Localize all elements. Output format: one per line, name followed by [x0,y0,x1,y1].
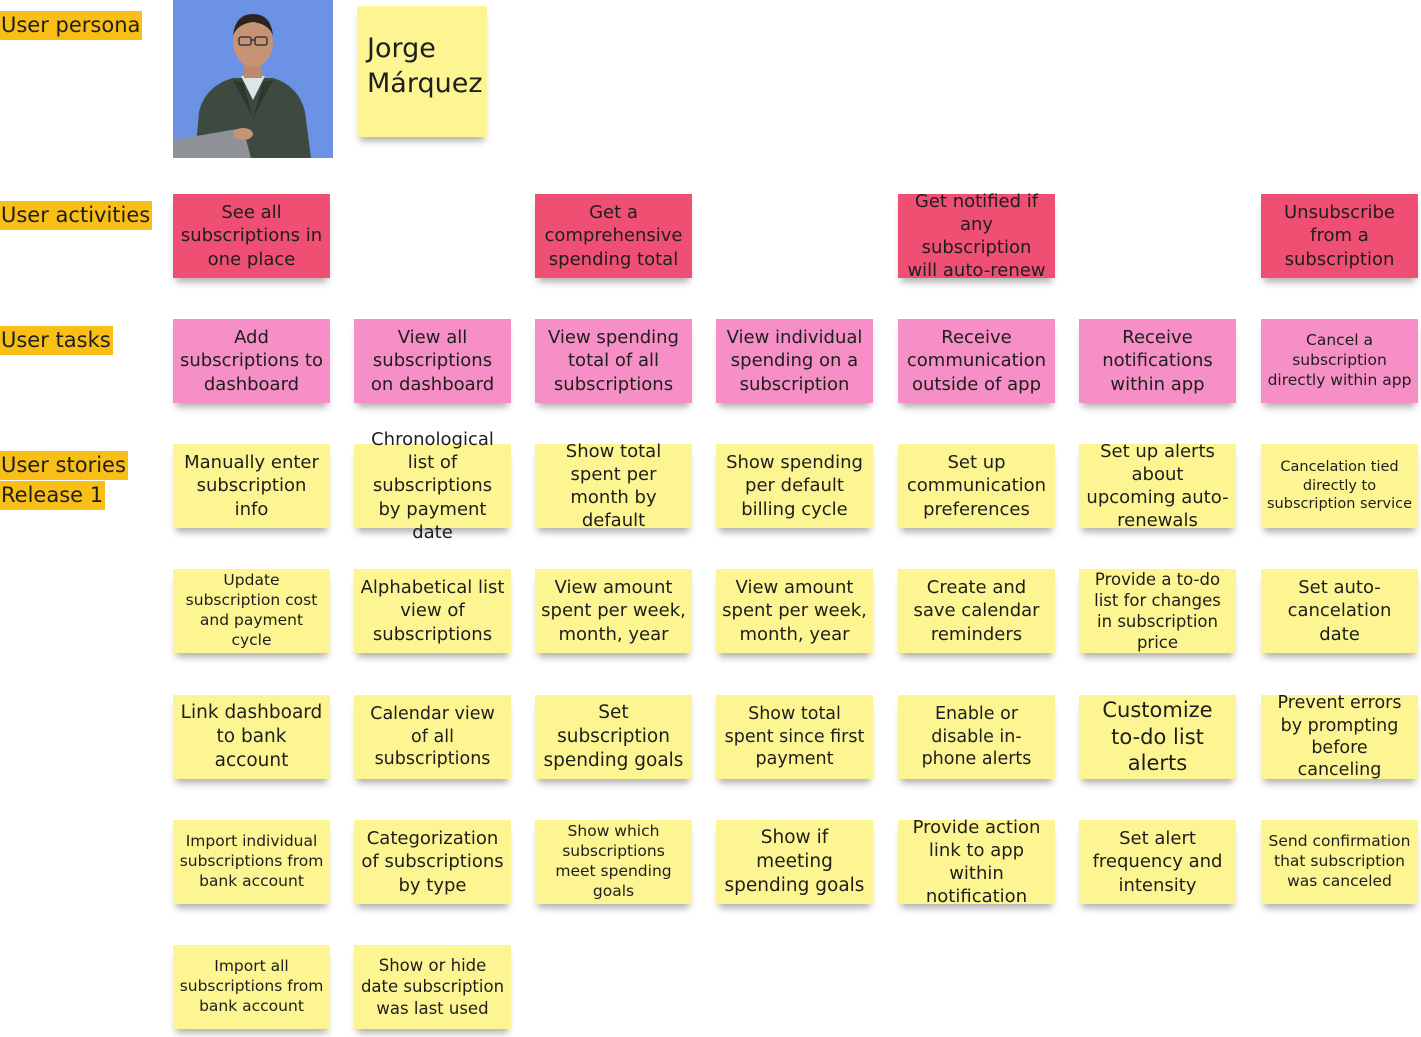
story-note: View amount spent per week, month, year [716,569,873,653]
story-note-text: Cancelation tied directly to subscriptio… [1267,459,1412,513]
story-note: Set up communication preferences [898,444,1055,528]
task-note-text: View all subscriptions on dashboard [370,327,495,395]
story-note-text: Set up alerts about upcoming auto-renewa… [1086,440,1229,532]
story-note-text: Set subscription spending goals [543,702,684,771]
task-note: Add subscriptions to dashboard [173,319,330,403]
story-note-text: Show spending per default billing cycle [726,452,863,520]
story-note: Customize to-do list alerts [1079,695,1236,779]
story-note-text: Set auto-cancelation date [1287,577,1392,645]
task-note-text: Receive notifications within app [1102,327,1213,395]
task-note: View spending total of all subscriptions [535,319,692,403]
story-note: Provide a to-do list for changes in subs… [1079,569,1236,653]
persona-name: Jorge Márquez [367,33,483,99]
story-note: Prevent errors by prompting before cance… [1261,693,1418,781]
activity-note-text: See all subscriptions in one place [180,202,323,270]
story-note: Calendar view of all subscriptions [354,695,511,779]
activity-note: Unsubscribe from a subscription [1261,194,1418,278]
activity-note-text: Get a comprehensive spending total [544,202,683,270]
story-note-text: Link dashboard to bank account [180,702,323,771]
task-note: View all subscriptions on dashboard [354,319,511,403]
story-note-text: Chronological list of subscriptions by p… [371,429,494,543]
story-note-text: View amount spent per week, month, year [541,577,686,645]
row-label-user-activities: User activities [0,201,153,230]
task-note-text: View individual spending on a subscripti… [726,327,863,395]
story-note-text: Show or hide date subscription was last … [360,956,505,1018]
task-note-text: Receive communication outside of app [906,327,1047,395]
activity-note-text: Get notified if any subscription will au… [907,190,1046,282]
story-note-text: Show which subscriptions meet spending g… [555,822,672,900]
story-note-text: Import individual subscriptions from ban… [179,832,324,890]
story-note: Manually enter subscription info [173,444,330,528]
story-note: Create and save calendar reminders [898,569,1055,653]
story-note-text: Show total spent per month by default [565,440,662,532]
activity-note: Get a comprehensive spending total [535,194,692,278]
story-note-text: Calendar view of all subscriptions [370,704,495,770]
story-note-text: Customize to-do list alerts [1102,697,1213,776]
story-note: Set alert frequency and intensity [1079,820,1236,904]
story-note-text: Set alert frequency and intensity [1092,828,1223,896]
story-note-text: Manually enter subscription info [184,452,319,520]
story-note: Link dashboard to bank account [173,695,330,779]
story-note-text: Send confirmation that subscription was … [1268,832,1411,890]
story-note: Categorization of subscriptions by type [354,820,511,904]
story-note: Alphabetical list view of subscriptions [354,569,511,653]
story-note: Show which subscriptions meet spending g… [535,820,692,904]
story-note-text: Update subscription cost and payment cyc… [185,571,318,649]
story-note: View amount spent per week, month, year [535,569,692,653]
activity-note: See all subscriptions in one place [173,194,330,278]
story-note-text: Alphabetical list view of subscriptions [360,577,505,645]
story-note: Cancelation tied directly to subscriptio… [1261,444,1418,528]
activity-note-text: Unsubscribe from a subscription [1284,202,1395,270]
story-note: Show total spent since first payment [716,695,873,779]
task-note-text: View spending total of all subscriptions [548,327,679,395]
story-note-text: Provide a to-do list for changes in subs… [1094,569,1221,653]
row-label-release-1: Release 1 [0,481,106,510]
task-note-text: Add subscriptions to dashboard [180,327,323,395]
task-note: Receive notifications within app [1079,319,1236,403]
row-label-user-stories: User stories [0,451,128,480]
story-note: Enable or disable in-phone alerts [898,695,1055,779]
story-note: Import individual subscriptions from ban… [173,820,330,904]
story-note-text: Categorization of subscriptions by type [361,828,504,896]
person-avatar-icon [173,14,311,158]
story-note-text: Set up communication preferences [906,452,1047,520]
story-note: Set subscription spending goals [535,695,692,779]
story-note-text: Show if meeting spending goals [724,827,865,896]
task-note: Receive communication outside of app [898,319,1055,403]
story-note: Send confirmation that subscription was … [1261,820,1418,904]
story-note: Chronological list of subscriptions by p… [354,429,511,543]
story-note: Show spending per default billing cycle [716,444,873,528]
story-note-text: Show total spent since first payment [724,704,865,770]
persona-photo [173,0,333,158]
story-note: Show if meeting spending goals [716,820,873,904]
row-label-user-persona: User persona [0,11,143,40]
task-note: View individual spending on a subscripti… [716,319,873,403]
story-note-text: Create and save calendar reminders [913,577,1040,645]
story-note: Import all subscriptions from bank accou… [173,945,330,1029]
story-note: Show or hide date subscription was last … [354,945,511,1029]
story-note: Show total spent per month by default [535,441,692,531]
task-note: Cancel a subscription directly within ap… [1261,319,1418,403]
persona-name-note: Jorge Márquez [357,6,487,137]
task-note-text: Cancel a subscription directly within ap… [1267,331,1412,389]
story-note-text: Prevent errors by prompting before cance… [1277,693,1402,781]
story-note-text: Import all subscriptions from bank accou… [179,957,324,1015]
story-note: Provide action link to app within notifi… [898,817,1055,907]
story-note-text: View amount spent per week, month, year [722,577,867,645]
activity-note: Get notified if any subscription will au… [898,191,1055,281]
row-label-user-tasks: User tasks [0,326,113,355]
story-note-text: Enable or disable in-phone alerts [921,704,1032,770]
story-note: Set up alerts about upcoming auto-renewa… [1079,441,1236,531]
story-note-text: Provide action link to app within notifi… [912,816,1041,908]
story-note: Update subscription cost and payment cyc… [173,569,330,653]
story-note: Set auto-cancelation date [1261,569,1418,653]
